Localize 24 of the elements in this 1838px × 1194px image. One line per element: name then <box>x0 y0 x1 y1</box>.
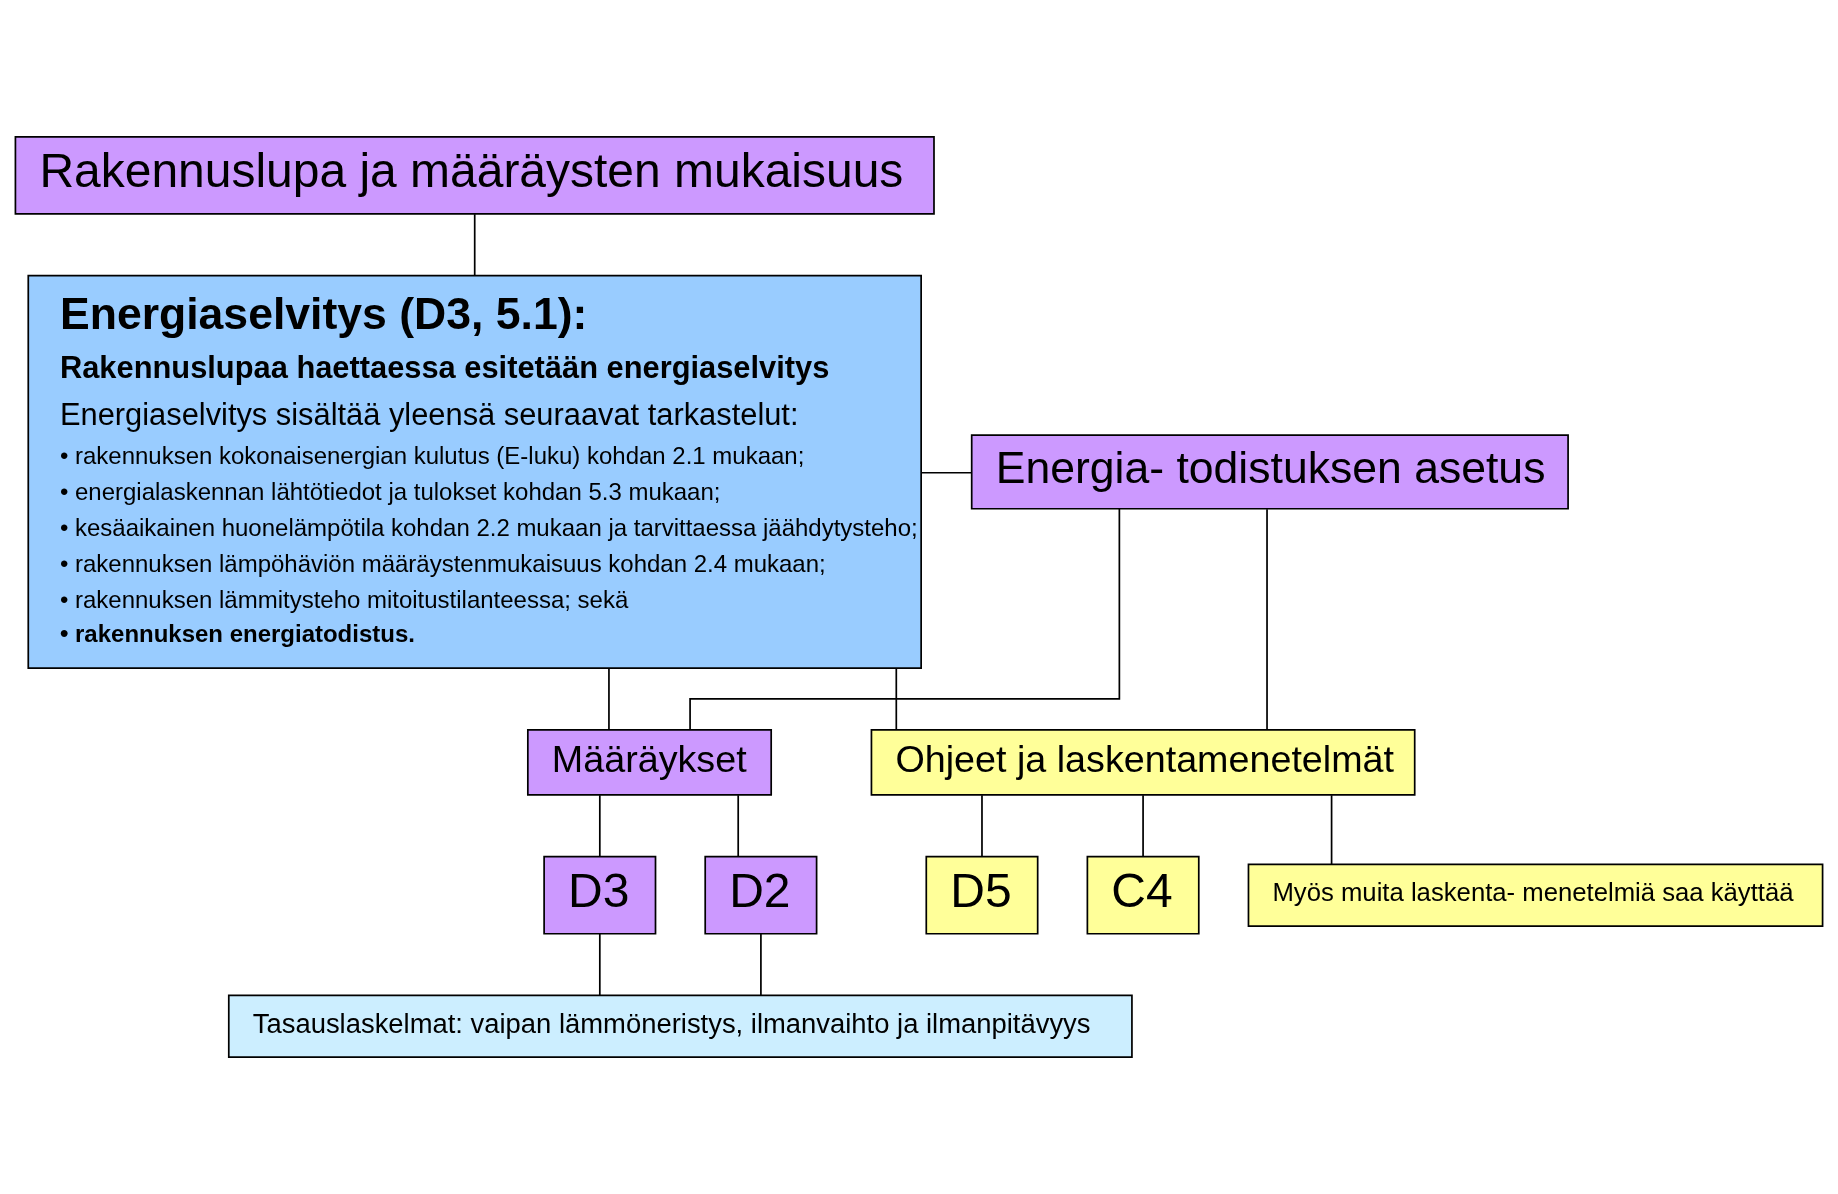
node-box: D2 <box>704 855 818 935</box>
connector <box>1142 794 1144 858</box>
connector <box>598 794 601 858</box>
node-box: Ohjeet ja laskentamenetelmät <box>870 728 1416 796</box>
connector <box>737 794 740 858</box>
node-box: Energiaselvitys (D3, 5.1): Rakennuslupaa haettaessa esitetään energiaselvitys Energiaselvitys sisältää yleensä seuraavat tarkastelut: • rakennuksen kokonaisenergian kulutus (E-luku) kohdan 2.1 mukaan; • energialaskennan lähtötiedot ja tulokset kohdan 5.3 mukaan; • kesäaikainen huonelämpötila kohdan 2.2 mukaan ja tarvittaessa jäähdytysteho; • rakennuksen lämpöhäviön määräystenmukaisuus kohdan 2.4 mukaan; • rakennuksen lämmitysteho mitoitustilanteessa; sekä • rakennuksen energiatodistus. <box>27 274 922 669</box>
connector <box>1266 508 1268 731</box>
connector <box>608 668 610 731</box>
connector <box>760 932 762 997</box>
connector <box>473 213 476 277</box>
node-box: C4 <box>1086 855 1200 935</box>
connector <box>689 508 1121 731</box>
connector <box>598 932 601 997</box>
connector <box>1330 794 1333 865</box>
node-box: Tasauslaskelmat: vaipan lämmöneristys, ilmanvaihto ja ilmanpitävyys <box>227 994 1133 1058</box>
node-box: Energia- todistuksen asetus <box>970 434 1569 510</box>
node-box: Määräykset <box>526 728 773 796</box>
node-box: D3 <box>543 855 657 935</box>
connector <box>920 471 973 474</box>
connector <box>981 794 983 858</box>
node-box: D5 <box>925 855 1039 935</box>
connector <box>895 668 898 731</box>
node-box: Rakennuslupa ja määräysten mukaisuus <box>14 136 935 215</box>
node-box: Myös muita laskenta- menetelmiä saa käyttää <box>1247 863 1824 927</box>
